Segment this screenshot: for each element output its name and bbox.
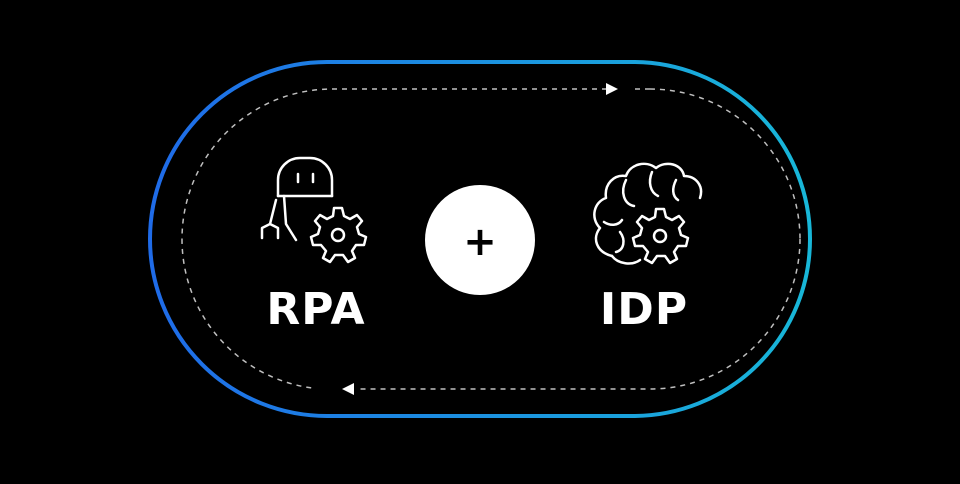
cycle-path-top-right [632, 88, 801, 240]
idp-label: IDP [599, 284, 689, 335]
robot-gear-icon [260, 156, 368, 264]
arrow-left-icon [342, 383, 354, 395]
cycle-path-right [356, 238, 801, 390]
brain-gear-icon [593, 162, 703, 265]
plus-icon: + [463, 219, 497, 265]
cycle-path-top-left [181, 88, 607, 240]
cycle-arrows [181, 88, 801, 390]
plus-circle [425, 185, 535, 295]
outer-ring [148, 60, 812, 418]
arrow-right-icon [606, 83, 618, 95]
rpa-label: RPA [266, 284, 366, 335]
